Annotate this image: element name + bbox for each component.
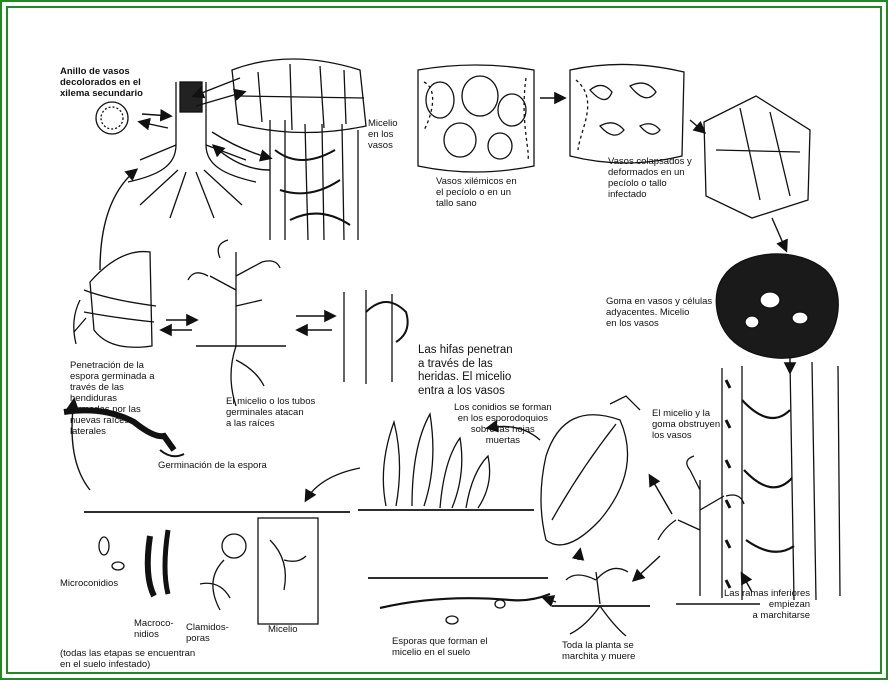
vessel-cells-top [232, 59, 366, 133]
label-macroconidios: Macroco- nidios [134, 618, 174, 640]
label-goma: Goma en vasos y células adyacentes. Mice… [606, 296, 712, 329]
label-obstruyen: El micelio y la goma obstruyen los vasos [652, 408, 720, 441]
gum-in-vessels [716, 254, 838, 358]
label-germinacion: Germinación de la espora [158, 460, 267, 471]
label-clamidosporas: Clamidos- poras [186, 622, 229, 644]
healthy-xylem [418, 65, 534, 172]
label-ramas: Las ramas inferiores empiezan a marchita… [724, 588, 810, 621]
label-toda-planta: Toda la planta se marchita y muere [562, 640, 635, 662]
young-plant [188, 240, 286, 406]
root-penetration [74, 252, 156, 348]
label-micelio: Micelio [268, 624, 298, 635]
stem-sketch [128, 82, 256, 218]
obstructed-vessels [722, 362, 840, 600]
collapsed-vessel-detail [704, 96, 810, 218]
hyphae-penetrate [344, 290, 408, 384]
label-vasos-colapsados: Vasos colapsados y deformados en un pecí… [608, 156, 692, 200]
label-etapas: (todas las etapas se encuentran en el su… [60, 648, 195, 670]
label-hifas: Las hifas penetran a través de las herid… [418, 344, 513, 398]
label-microconidios: Microconidios [60, 578, 118, 589]
mycelium-in-vessels [270, 120, 358, 240]
label-conidios: Los conidios se forman en los esporodoqu… [454, 402, 552, 446]
label-vasos-sanos: Vasos xilémicos en el pecíolo o en un ta… [436, 176, 517, 209]
wilting-plant [658, 456, 760, 604]
dead-leaf [541, 396, 640, 545]
label-penetracion: Penetración de la espora germinada a tra… [70, 360, 155, 437]
label-anillo: Anillo de vasos decolorados en el xilema… [60, 66, 143, 99]
soil-stages [84, 512, 350, 624]
stem-cross-section [96, 102, 128, 134]
soil-mycelium [368, 578, 550, 624]
label-micelio-vasos: Micelio en los vasos [368, 118, 398, 151]
collapsed-xylem [570, 64, 684, 163]
label-micelio-tubos: El micelio o los tubos germinales atacan… [226, 396, 315, 429]
label-esporas-suelo: Esporas que forman el micelio en el suel… [392, 636, 488, 658]
